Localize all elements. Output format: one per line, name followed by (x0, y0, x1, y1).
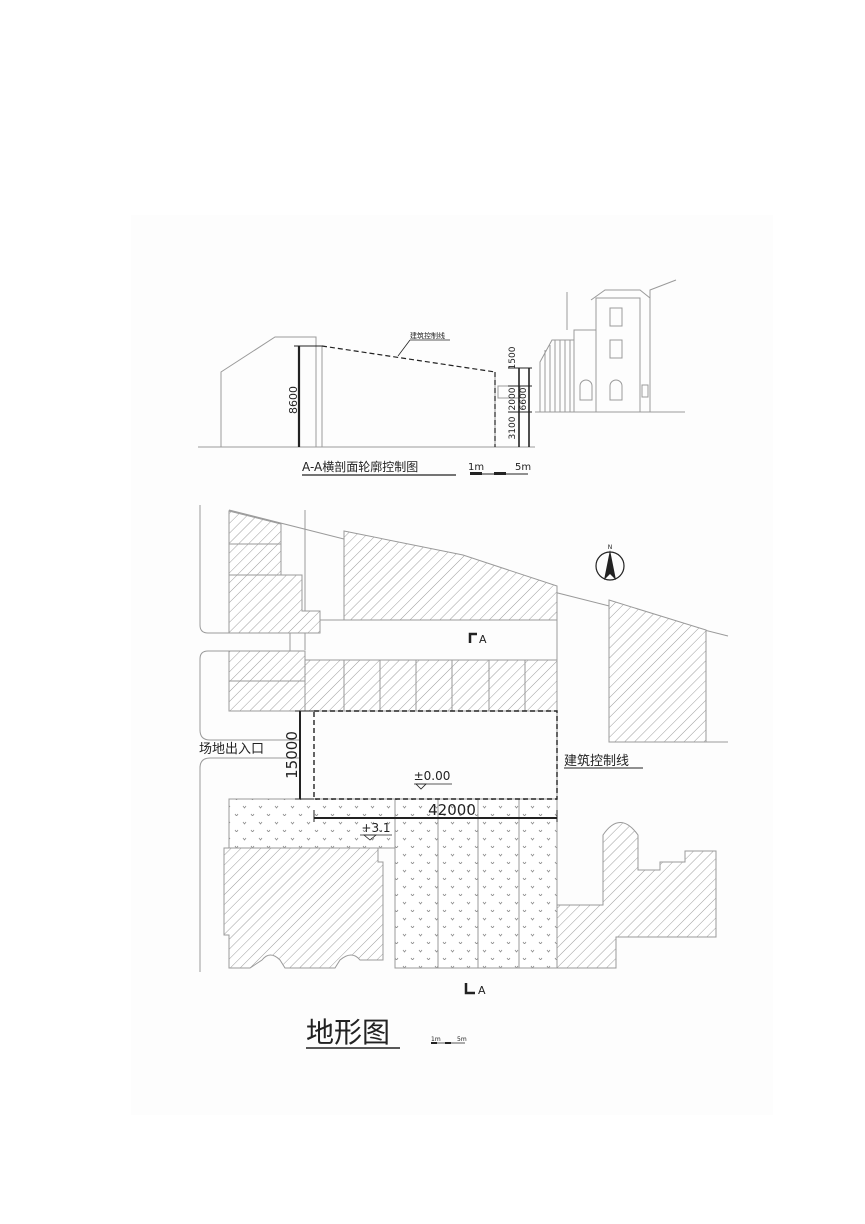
elevation-site: ±0.00 (414, 769, 451, 783)
green-plots (394, 798, 558, 969)
section-marker-top: A (468, 632, 487, 646)
dim-8600: 8600 (287, 386, 300, 414)
section-marker-bottom-label: A (478, 984, 486, 997)
plan-scale-right: 5m (457, 1036, 467, 1043)
dim-3100: 3100 (508, 416, 518, 439)
plan-scale-left: 1m (431, 1036, 441, 1043)
building-row-shops (304, 659, 558, 712)
control-line-leader (397, 339, 411, 357)
elevation-lower-marker (362, 834, 378, 841)
control-envelope-line (321, 345, 496, 373)
plan-scale-bar: 1m 5m (431, 1036, 467, 1044)
north-arrow-icon: N (595, 544, 625, 581)
building-east (608, 599, 707, 743)
building-north-large (343, 530, 558, 621)
dim-6600: 6600 (519, 387, 529, 410)
dim-15000: 15000 (283, 731, 301, 779)
site-entrance-label: 场地出入口 (199, 742, 264, 757)
building-southwest (223, 847, 384, 969)
dim-2000: 2000 (508, 387, 518, 410)
section-scale-bar: 1m 5m (468, 462, 531, 475)
plan-control-line-label: 建筑控制线 (564, 753, 629, 769)
dim-1500: 1500 (508, 346, 518, 369)
section-drawing (198, 279, 685, 448)
section-title: A-A横剖面轮廓控制图 (302, 459, 418, 474)
building-nw (228, 510, 321, 634)
north-label: N (608, 544, 613, 551)
building-southeast (556, 822, 717, 969)
section-scale-left: 1m (468, 462, 484, 473)
building-control-boundary (313, 710, 558, 800)
dim-42000: 42000 (428, 801, 476, 819)
left-building-outline (220, 336, 317, 447)
plan-title: 地形图 (306, 1016, 390, 1049)
existing-buildings (223, 510, 717, 969)
section-marker-bottom: A (464, 983, 486, 997)
section-marker-top-label: A (479, 633, 487, 646)
right-house (539, 279, 677, 413)
section-scale-right: 5m (515, 462, 531, 473)
elevation-lower: +3.1 (361, 821, 390, 835)
section-control-line-label: 建筑控制线 (410, 331, 445, 340)
elevation-site-marker (415, 783, 427, 790)
